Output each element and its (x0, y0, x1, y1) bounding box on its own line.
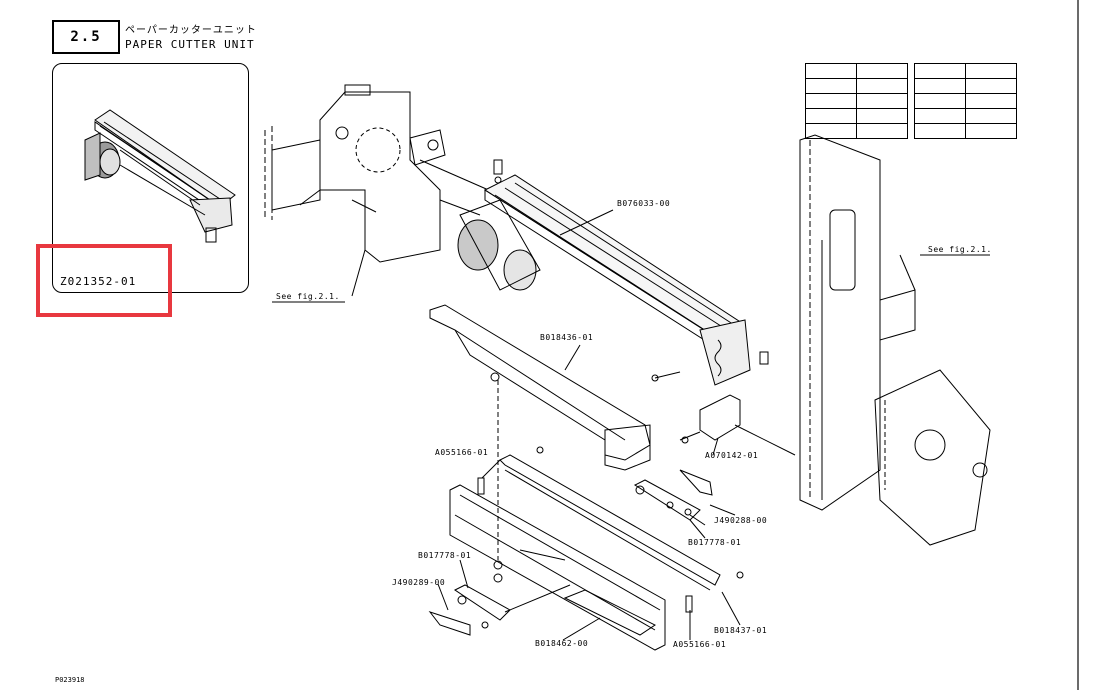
page-code: P023918 (55, 676, 85, 684)
left-cutter-arm (428, 584, 571, 636)
revision-table-right (914, 63, 1017, 139)
cutter-hinge-bracket (679, 394, 796, 456)
part-label-a055166-top: A055166-01 (435, 448, 489, 457)
see-figure-reference-left: See fig.2.1. (276, 292, 340, 301)
part-label-b018437: B018437-01 (714, 626, 768, 635)
section-number-box: 2.5 (52, 20, 120, 54)
viewer-scrollbar-edge[interactable] (1077, 0, 1093, 690)
section-title-japanese: ペーパーカッターユニット (125, 25, 257, 36)
part-label-j490289: J490289-00 (392, 578, 446, 587)
part-label-j490288: J490288-00 (714, 516, 768, 525)
callout-leaders (272, 209, 990, 641)
right-cutter-arm (633, 469, 713, 526)
part-label-b017778-right: B017778-01 (688, 538, 742, 547)
lower-cutter-rail (449, 454, 721, 651)
part-label-b018462: B018462-00 (535, 639, 589, 648)
part-label-b076033: B076033-00 (617, 199, 671, 208)
section-number: 2.5 (70, 29, 102, 45)
section-title: PAPER CUTTER UNIT (125, 38, 255, 51)
part-label-a070142: A070142-01 (705, 451, 759, 460)
part-label-a055166-bottom: A055166-01 (673, 640, 727, 649)
see-figure-reference-right: See fig.2.1. (928, 245, 992, 254)
cutter-unit-body (457, 159, 769, 386)
cutter-support-plate (429, 304, 681, 560)
part-label-b018436: B018436-01 (540, 333, 594, 342)
revision-table-left (805, 63, 908, 139)
thumbnail-cutter-image (84, 109, 236, 243)
thumbnail-part-code: Z021352-01 (60, 275, 137, 288)
right-side-frame (799, 134, 991, 546)
highlight-box (36, 244, 172, 317)
cutter-screws (477, 446, 744, 613)
part-label-b017778-left: B017778-01 (418, 551, 472, 560)
assembly-thumbnail-frame (52, 63, 249, 293)
